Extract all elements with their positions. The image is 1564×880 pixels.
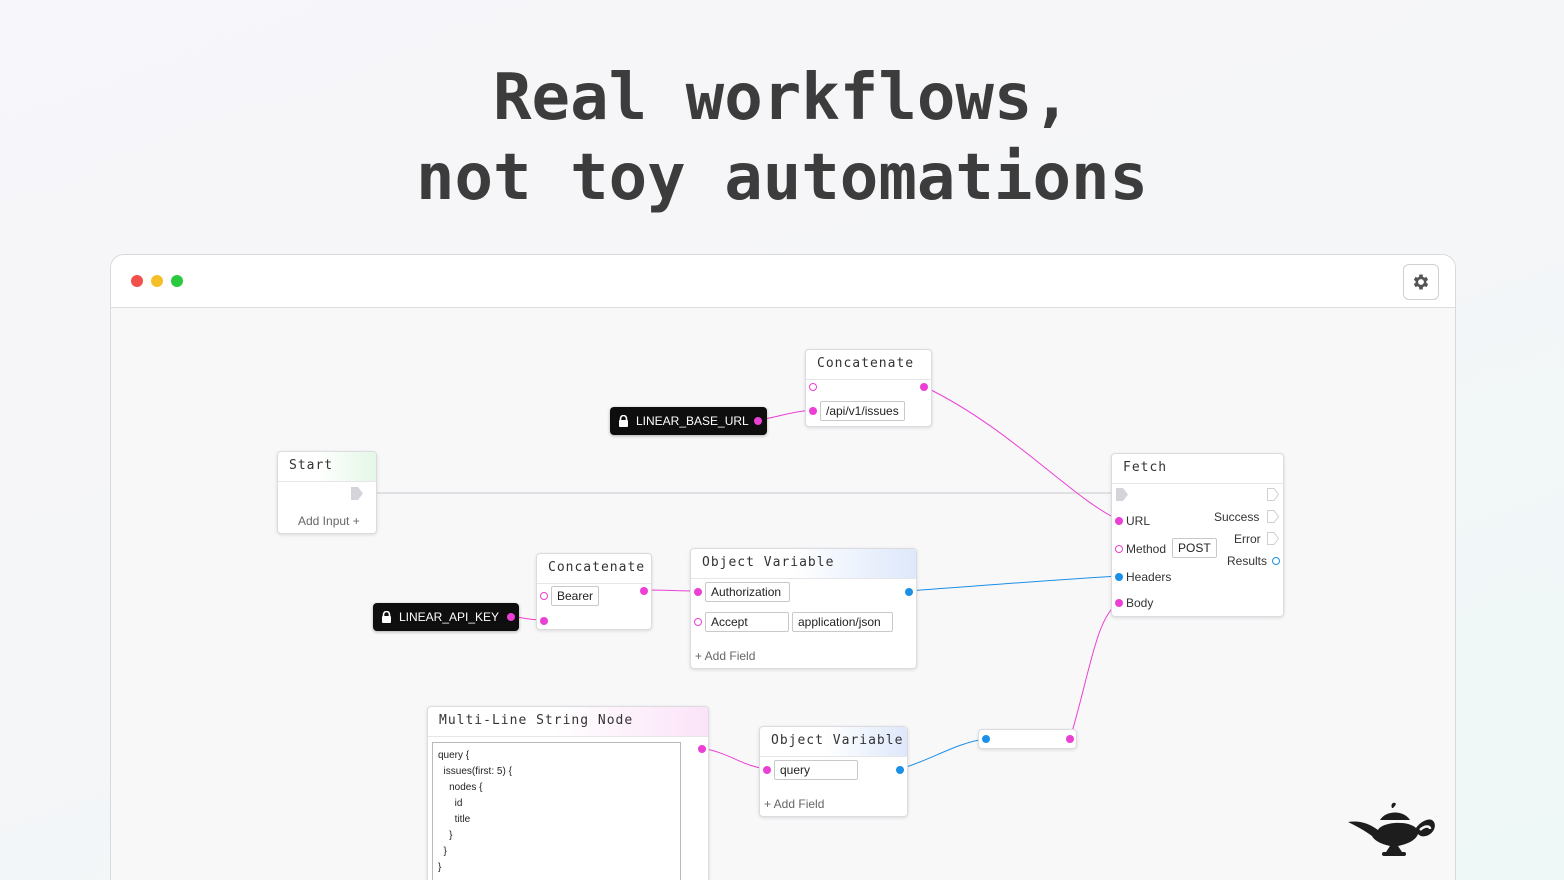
window-titlebar xyxy=(111,255,1455,308)
node-title: Object Variable xyxy=(760,727,907,757)
body-input-port[interactable] xyxy=(1115,599,1123,607)
reroute-node[interactable] xyxy=(978,729,1077,749)
add-input-button[interactable]: Add Input + xyxy=(298,514,360,528)
results-output-port[interactable] xyxy=(1272,557,1280,565)
output-port[interactable] xyxy=(896,766,904,774)
input-port[interactable] xyxy=(694,588,702,596)
headers-input-port[interactable] xyxy=(1115,573,1123,581)
lamp-logo-icon xyxy=(1348,802,1435,856)
node-title: Concatenate xyxy=(806,350,931,380)
output-port[interactable] xyxy=(905,588,913,596)
headline: Real workflows, not toy automations xyxy=(0,58,1564,218)
bearer-field[interactable]: Bearer xyxy=(551,586,600,606)
concatenate-node-bearer[interactable]: Concatenate Bearer xyxy=(536,553,652,630)
input-port[interactable] xyxy=(540,617,548,625)
input-port[interactable] xyxy=(982,735,990,743)
value-field[interactable]: application/json xyxy=(792,612,893,632)
exec-output-icon[interactable] xyxy=(1267,488,1279,501)
multi-line-string-node[interactable]: Multi-Line String Node query { issues(fi… xyxy=(427,706,709,880)
secret-label: LINEAR_API_KEY xyxy=(399,610,500,624)
output-port[interactable] xyxy=(698,745,706,753)
headline-line-1: Real workflows, xyxy=(493,61,1071,135)
input-port[interactable] xyxy=(809,383,817,391)
gear-icon xyxy=(1413,274,1429,290)
secret-label: LINEAR_BASE_URL xyxy=(636,414,749,428)
results-label: Results xyxy=(1227,554,1268,568)
success-label: Success xyxy=(1214,510,1260,524)
key-field[interactable]: query xyxy=(774,760,858,780)
key-field[interactable]: Accept xyxy=(705,612,789,632)
node-title: Multi-Line String Node xyxy=(428,707,708,737)
concatenate-node-url[interactable]: Concatenate /api/v1/issues xyxy=(805,349,932,427)
error-label: Error xyxy=(1234,532,1261,546)
method-label: Method xyxy=(1126,542,1167,556)
fetch-node[interactable]: Fetch URL Success Method POST Error Resu… xyxy=(1111,453,1284,617)
input-port[interactable] xyxy=(694,618,702,626)
lock-icon xyxy=(382,611,391,623)
wire-concat-url xyxy=(922,385,1120,521)
lock-icon xyxy=(619,415,628,427)
node-title: Fetch xyxy=(1112,454,1283,484)
object-variable-node-headers[interactable]: Object Variable Authorization Accept app… xyxy=(690,548,917,669)
error-exec-icon[interactable] xyxy=(1267,532,1279,545)
settings-button[interactable] xyxy=(1403,264,1439,300)
headline-line-2: not toy automations xyxy=(415,141,1149,215)
exec-input-icon[interactable] xyxy=(1116,488,1128,501)
multiline-textarea[interactable]: query { issues(first: 5) { nodes { id ti… xyxy=(432,742,681,880)
app-window: Concatenate /api/v1/issues LINEAR_BASE_U… xyxy=(110,254,1456,880)
node-title: Concatenate xyxy=(537,554,651,584)
node-title: Object Variable xyxy=(691,549,916,579)
key-field[interactable]: Authorization xyxy=(705,582,790,602)
exec-output-icon[interactable] xyxy=(351,487,363,500)
output-port[interactable] xyxy=(1066,735,1074,743)
url-input-port[interactable] xyxy=(1115,517,1123,525)
wire-multiline-query xyxy=(700,747,768,770)
close-window-dot[interactable] xyxy=(131,275,143,287)
input-port[interactable] xyxy=(809,407,817,415)
body-label: Body xyxy=(1126,596,1154,610)
success-exec-icon[interactable] xyxy=(1267,510,1279,523)
add-field-button[interactable]: + Add Field xyxy=(695,649,756,663)
url-label: URL xyxy=(1126,514,1151,528)
node-title: Start xyxy=(278,452,376,482)
maximize-window-dot[interactable] xyxy=(171,275,183,287)
wire-headers xyxy=(907,575,1120,592)
minimize-window-dot[interactable] xyxy=(151,275,163,287)
output-port[interactable] xyxy=(920,383,928,391)
input-port[interactable] xyxy=(763,766,771,774)
output-port[interactable] xyxy=(507,613,515,621)
start-node[interactable]: Start Add Input + xyxy=(277,451,377,534)
secret-linear-api-key[interactable]: LINEAR_API_KEY xyxy=(373,603,519,631)
secret-linear-base-url[interactable]: LINEAR_BASE_URL xyxy=(610,407,767,435)
workflow-canvas[interactable]: Concatenate /api/v1/issues LINEAR_BASE_U… xyxy=(111,308,1455,880)
add-field-button[interactable]: + Add Field xyxy=(764,797,825,811)
output-port[interactable] xyxy=(640,587,648,595)
method-field[interactable]: POST xyxy=(1172,538,1217,558)
headers-label: Headers xyxy=(1126,570,1172,584)
output-port[interactable] xyxy=(754,417,762,425)
method-input-port[interactable] xyxy=(1115,545,1123,553)
wire-reroute-body xyxy=(1069,601,1120,740)
path-field[interactable]: /api/v1/issues xyxy=(820,401,905,421)
object-variable-node-body[interactable]: Object Variable query + Add Field xyxy=(759,726,908,817)
input-port[interactable] xyxy=(540,592,548,600)
wire-body-reroute xyxy=(899,738,986,770)
